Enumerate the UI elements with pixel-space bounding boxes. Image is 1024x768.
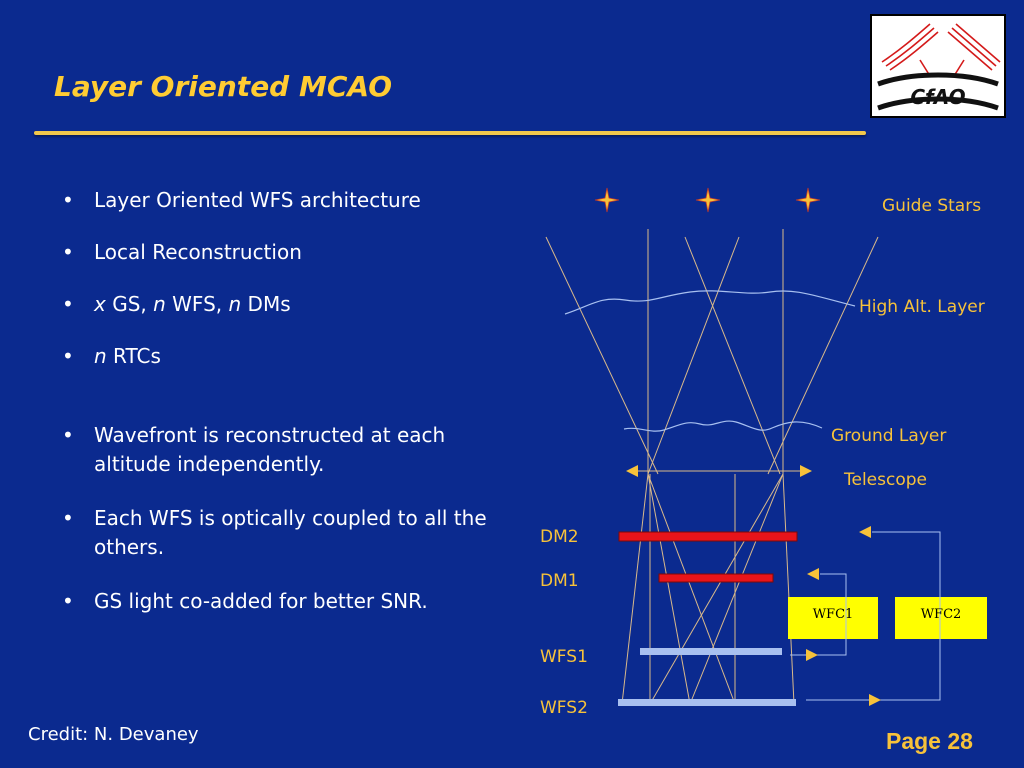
high-alt-layer-wave <box>564 290 856 315</box>
guide-stars <box>594 187 821 213</box>
wfc1-box <box>788 597 878 639</box>
bullet-item: GS light co-added for better SNR. <box>62 587 502 616</box>
bullet-item: Layer Oriented WFS architecture <box>62 186 502 215</box>
bullet-item: Wavefront is reconstructed at each altit… <box>62 421 502 479</box>
label-dm2: DM2 <box>540 527 579 547</box>
label-ground-layer: Ground Layer <box>831 426 946 446</box>
star-icon <box>795 187 821 213</box>
label-high-alt-layer: High Alt. Layer <box>859 297 985 317</box>
wfs2-bar <box>618 699 796 706</box>
bullet-item: n RTCs <box>62 342 502 371</box>
dm2-bar <box>618 531 798 542</box>
star-icon <box>594 187 620 213</box>
bullet-item: x GS, n WFS, n DMs <box>62 290 502 319</box>
ground-layer-wave <box>623 420 823 432</box>
star-icon <box>695 187 721 213</box>
credit-text: Credit: N. Devaney <box>28 724 199 745</box>
label-guide-stars: Guide Stars <box>882 196 981 216</box>
cfao-logo: CfAO <box>870 14 1006 118</box>
label-telescope: Telescope <box>843 470 927 490</box>
title-divider <box>34 131 866 135</box>
page-number: Page 28 <box>886 728 973 754</box>
label-wfs1: WFS1 <box>540 647 588 667</box>
light-beams <box>545 229 879 705</box>
wfc2-box <box>895 597 987 639</box>
slide-title: Layer Oriented MCAO <box>54 70 392 103</box>
label-wfs2: WFS2 <box>540 698 588 718</box>
telescope-aperture-arrow <box>626 465 812 477</box>
label-dm1: DM1 <box>540 571 579 591</box>
feedback-arrows <box>806 526 881 706</box>
wfs1-bar <box>640 648 782 655</box>
bullet-list: Layer Oriented WFS architecture Local Re… <box>62 186 502 616</box>
logo-text: CfAO <box>910 85 965 109</box>
label-wfc1: WFC1 <box>813 607 854 622</box>
bullet-item: Each WFS is optically coupled to all the… <box>62 504 502 562</box>
label-wfc2: WFC2 <box>921 607 962 622</box>
dm1-bar <box>658 573 774 583</box>
bullet-item: Local Reconstruction <box>62 238 502 267</box>
